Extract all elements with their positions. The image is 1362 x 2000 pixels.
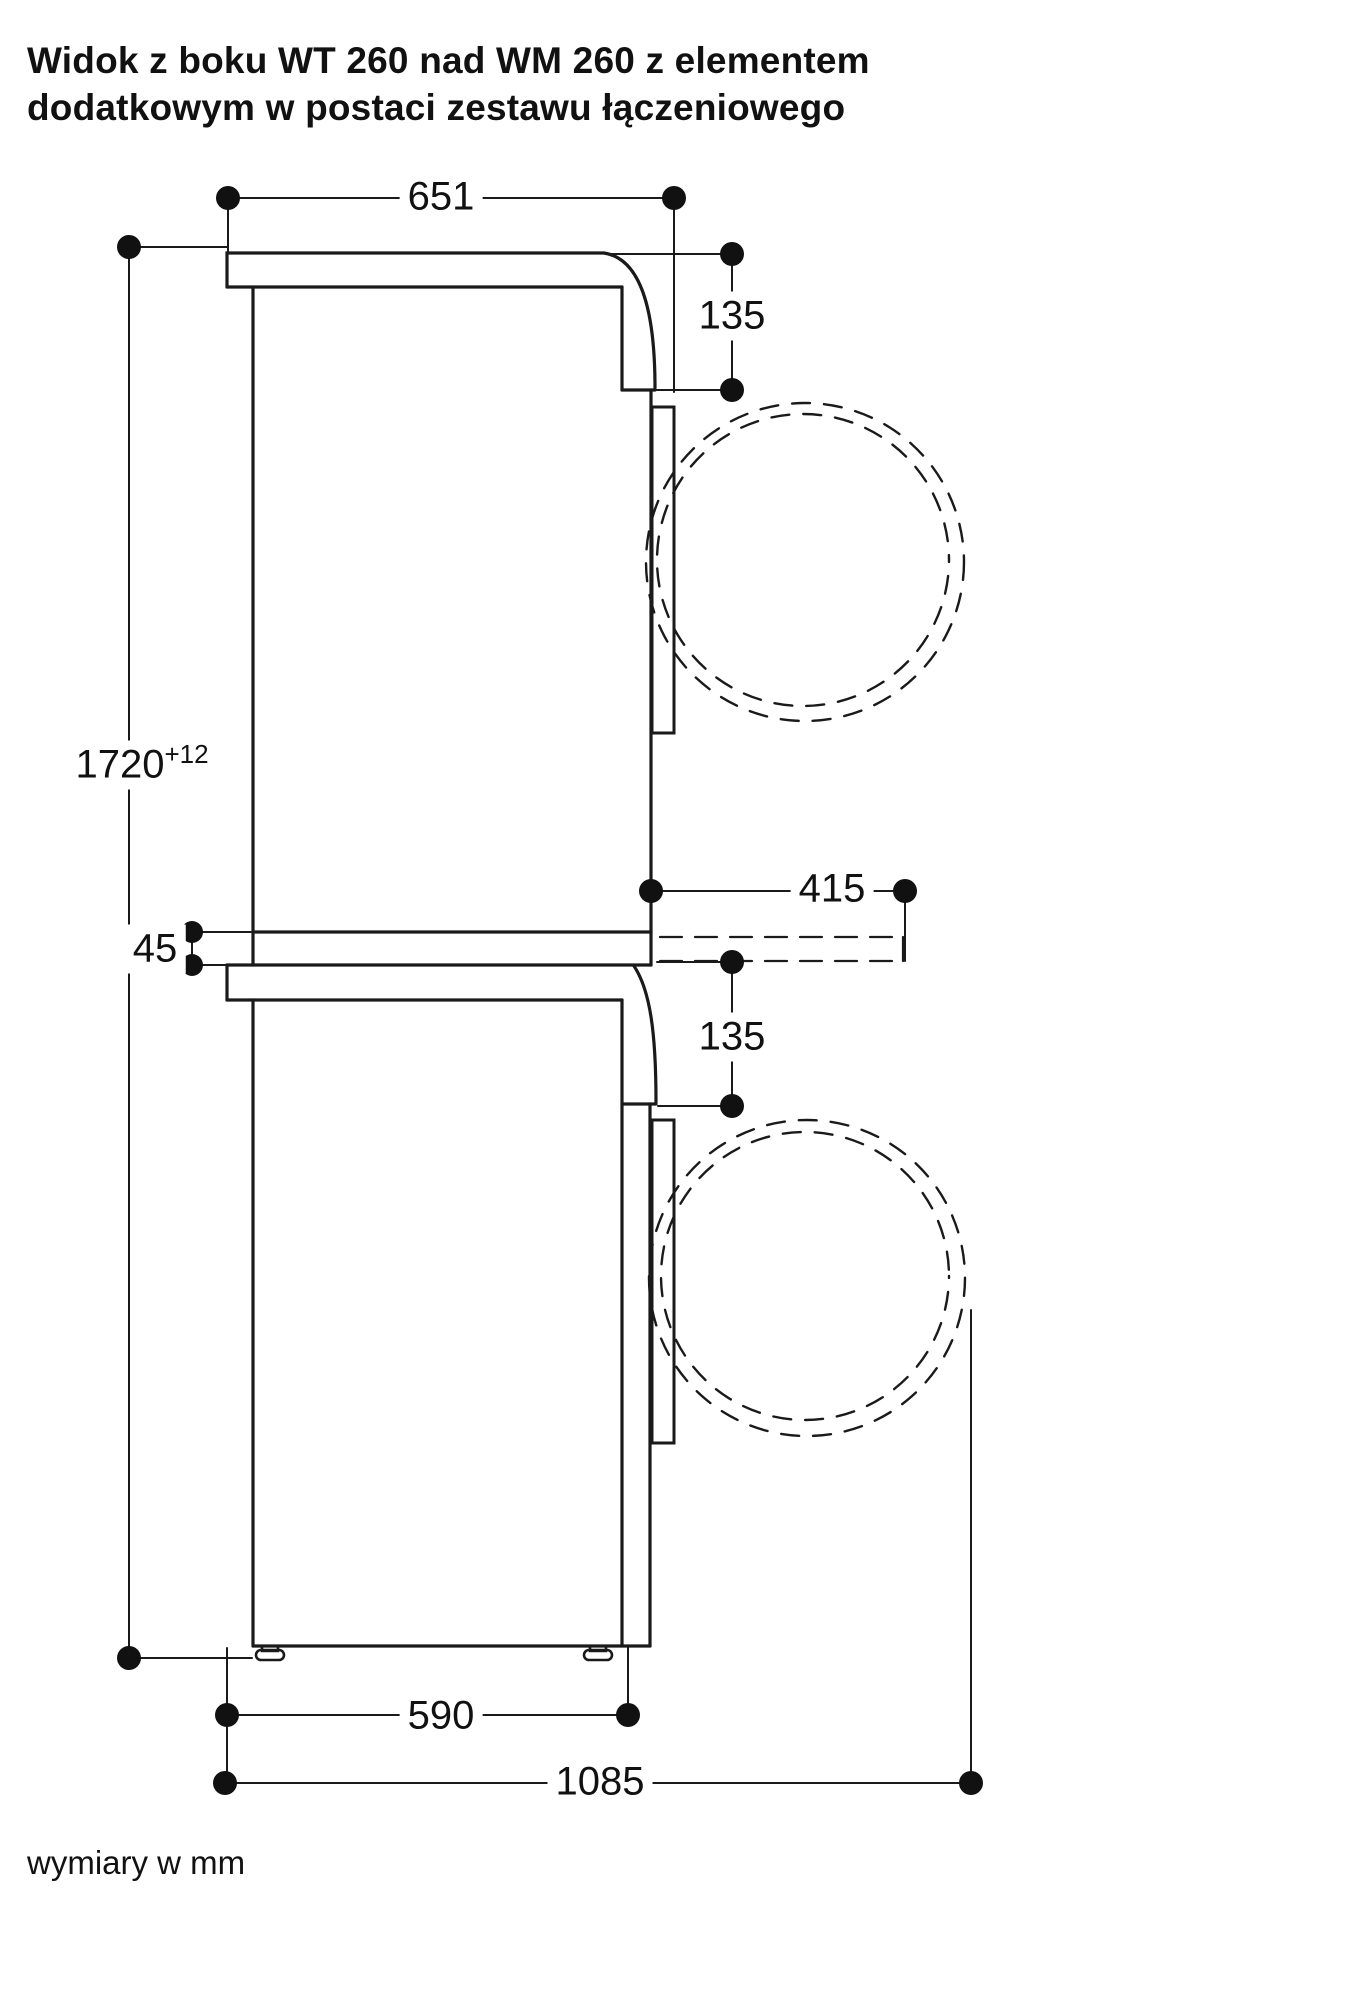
dim-label-415: 415	[790, 864, 874, 914]
dim-label-1085: 1085	[547, 1757, 653, 1807]
dim-label-135-upper: 135	[690, 291, 774, 341]
dim-label-651: 651	[399, 172, 483, 222]
dim-label-135-lower: 135	[690, 1012, 774, 1062]
door-swing-circle-upper	[644, 401, 966, 723]
dim-label-45: 45	[124, 924, 186, 974]
appliance-feet	[254, 1644, 614, 1662]
pullout-tray-dashed	[658, 935, 905, 963]
dimension-dots	[117, 186, 983, 1795]
dim-label-1720-value: 1720	[75, 742, 165, 787]
page-title: Widok z boku WT 260 nad WM 260 z element…	[27, 40, 870, 128]
lower-appliance-outline	[225, 963, 676, 1648]
dim-label-1720: 1720+12	[67, 739, 217, 790]
dim-label-1720-tolerance: +12	[164, 739, 209, 770]
dim-label-590: 590	[399, 1691, 483, 1741]
dimension-lines	[128, 197, 972, 1784]
door-swing-circle-lower	[647, 1118, 967, 1438]
units-note: wymiary w mm	[27, 1844, 246, 1881]
upper-appliance-outline	[225, 251, 676, 967]
